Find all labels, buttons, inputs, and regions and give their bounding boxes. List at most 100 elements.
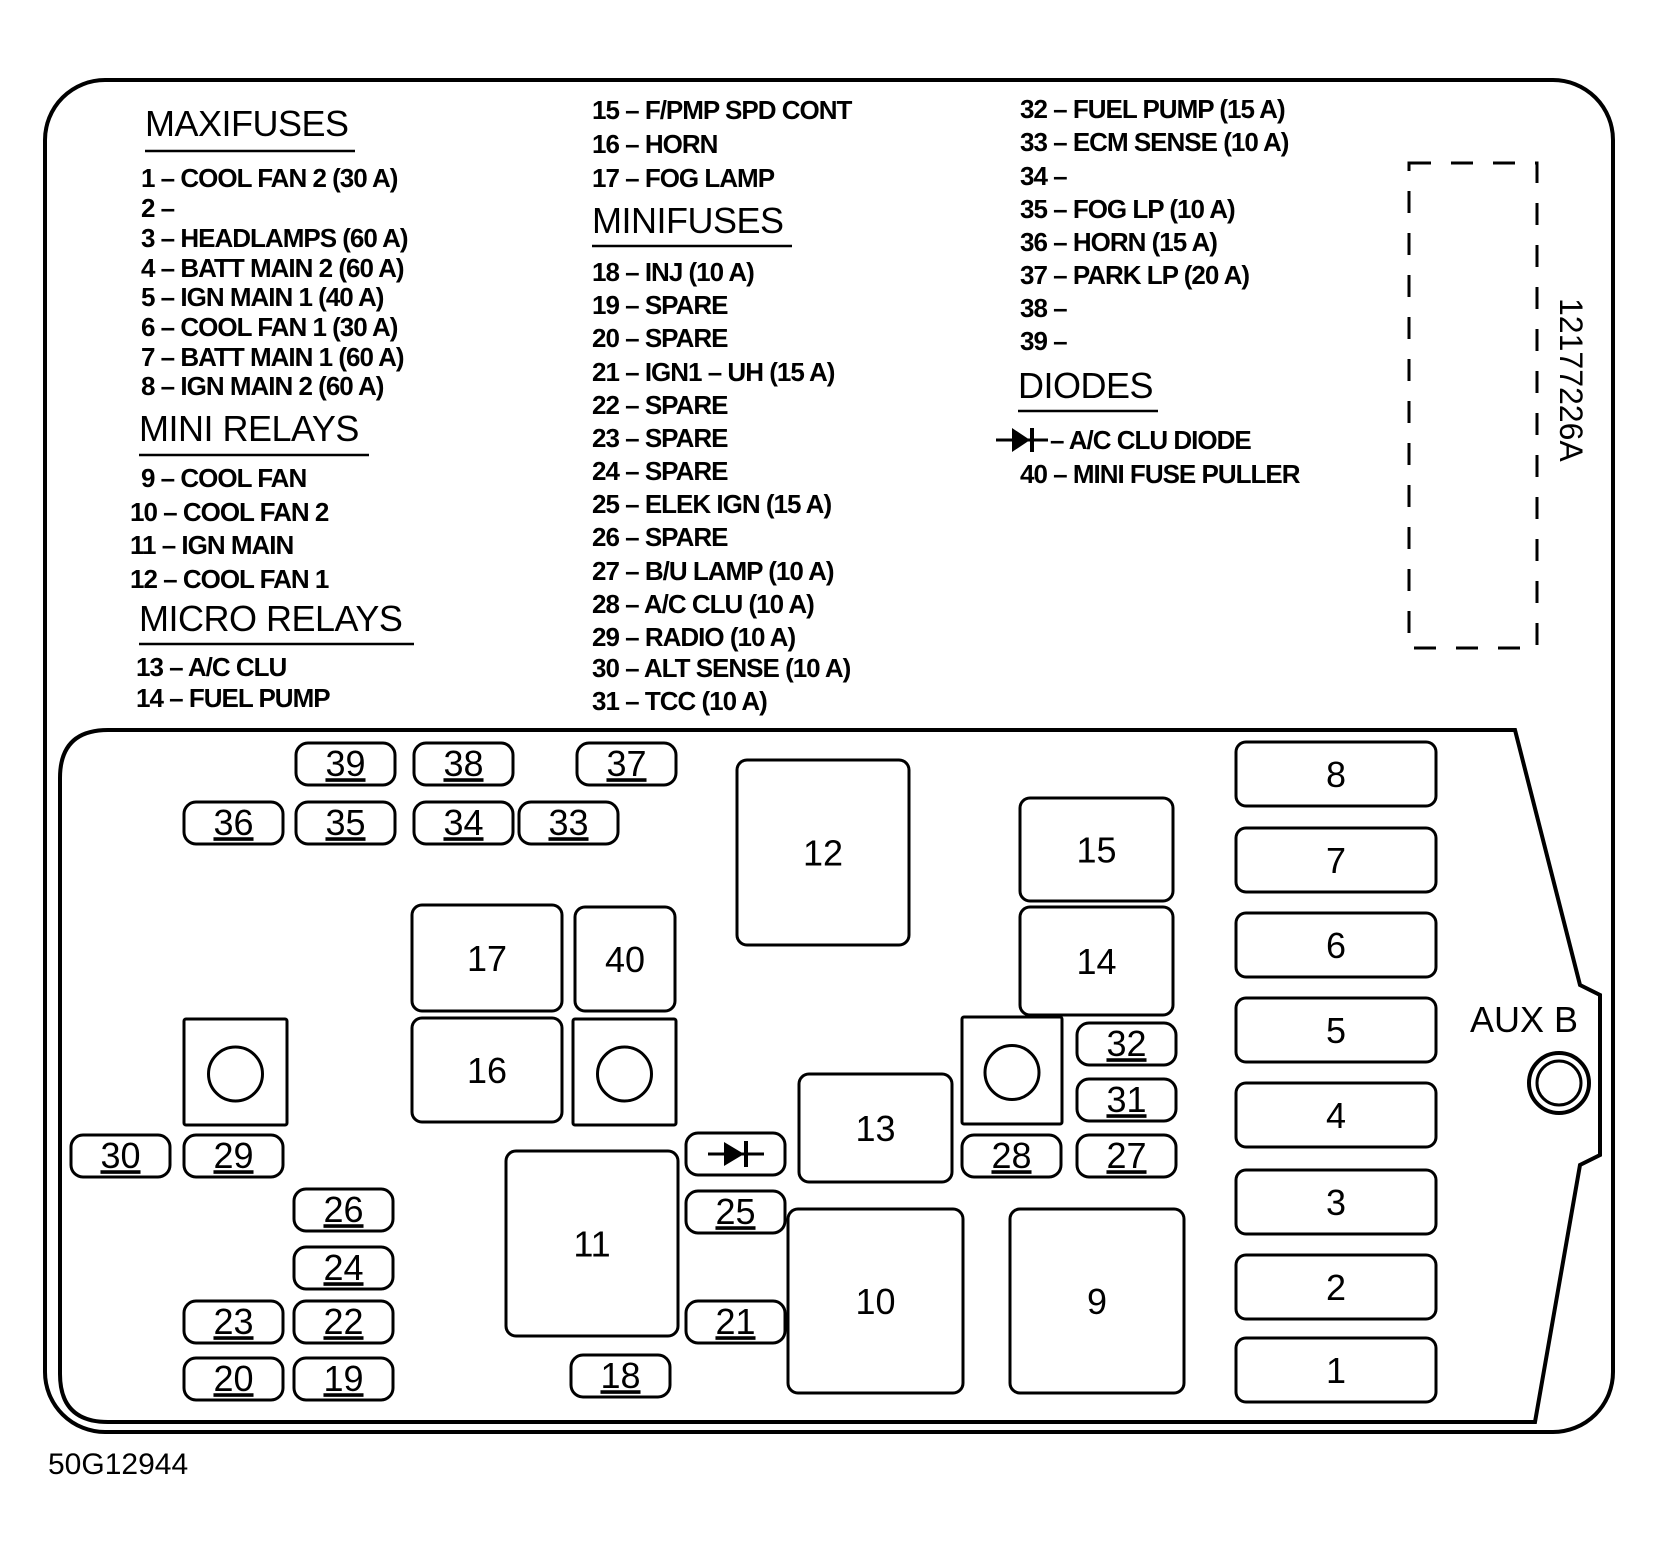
mini-fuse-slot-label: 18: [600, 1355, 640, 1396]
maxi-fuse-slot-label: 7: [1326, 840, 1346, 881]
mini-fuse-slot-label: 38: [443, 743, 483, 784]
legend-column-2: 15 – F/PMP SPD CONT 16 – HORN 17 – FOG L…: [592, 95, 853, 716]
relay-slot-9: 9: [1008, 1207, 1186, 1395]
mini-fuse-slot-24: 24: [292, 1245, 395, 1291]
legend-column-1: MAXIFUSES 1 – COOL FAN 2 (30 A) 2 – 3 – …: [130, 103, 414, 713]
maxi-fuse-slot-label: 6: [1326, 925, 1346, 966]
maxifuses-heading: MAXIFUSES: [145, 103, 349, 144]
mini-fuse-slot-label: 27: [1106, 1135, 1146, 1176]
mini-fuse-slot-33: 33: [517, 800, 620, 846]
mini-fuse-slot-label: 39: [325, 743, 365, 784]
legend-item-32: 32 – FUEL PUMP (15 A): [1020, 94, 1285, 124]
legend-item-30: 30 – ALT SENSE (10 A): [592, 653, 851, 683]
relay-slot-11: 11: [504, 1149, 680, 1338]
maxi-fuse-slot-8: 8: [1234, 740, 1438, 808]
mini-fuse-slot-29: 29: [182, 1133, 285, 1179]
maxi-fuse-slot-3: 3: [1234, 1168, 1438, 1236]
legend-item-31: 31 – TCC (10 A): [592, 686, 767, 716]
minifuses-heading: MINIFUSES: [592, 200, 784, 241]
maxi-fuse-slot-label: 3: [1326, 1182, 1346, 1223]
legend-item-11: 11 – IGN MAIN: [130, 530, 293, 560]
legend-item-40: 40 – MINI FUSE PULLER: [1020, 459, 1301, 489]
mini-fuse-slot-label: 29: [213, 1135, 253, 1176]
mini-fuse-slot-19: 19: [292, 1356, 395, 1402]
maxi-fuse-slot-6: 6: [1234, 911, 1438, 979]
mini-fuse-slot-label: 35: [325, 802, 365, 843]
mini-fuse-slot-label: 30: [100, 1135, 140, 1176]
legend-item-20: 20 – SPARE: [592, 323, 728, 353]
legend-item-14: 14 – FUEL PUMP: [136, 683, 330, 713]
stud-circle-icon: [182, 1017, 289, 1127]
maxi-fuse-slot-label: 8: [1326, 754, 1346, 795]
legend-item-29: 29 – RADIO (10 A): [592, 622, 795, 652]
legend-item-13: 13 – A/C CLU: [136, 652, 287, 682]
micro-relays-heading: MICRO RELAYS: [139, 598, 402, 639]
mini-fuse-slot-label: 21: [715, 1301, 755, 1342]
mini-fuse-slot-label: 19: [323, 1358, 363, 1399]
mini-relays-heading: MINI RELAYS: [139, 408, 359, 449]
maxi-fuse-slot-label: 4: [1326, 1095, 1346, 1136]
maxi-fuse-slot-4: 4: [1234, 1081, 1438, 1149]
relay-slot-label: 9: [1087, 1281, 1107, 1322]
relay-slot-40: 40: [573, 905, 677, 1013]
relay-slot-15: 15: [1018, 796, 1175, 903]
mini-fuse-slot-label: 23: [213, 1301, 253, 1342]
mini-fuse-slot-20: 20: [182, 1356, 285, 1402]
legend-item-1: 1 – COOL FAN 2 (30 A): [141, 163, 398, 193]
mini-fuse-slot-27: 27: [1075, 1133, 1178, 1179]
relay-slot-label: 11: [573, 1223, 610, 1264]
relay-slot-13: 13: [797, 1072, 954, 1184]
relay-slot-label: 17: [467, 938, 507, 979]
mini-fuse-slot-37: 37: [575, 741, 678, 787]
maxi-fuse-slot-label: 2: [1326, 1267, 1346, 1308]
relay-slot-label: 12: [803, 832, 843, 873]
mini-fuse-slot-label: 33: [548, 802, 588, 843]
legend-item-23: 23 – SPARE: [592, 423, 728, 453]
mini-fuse-slot-39: 39: [294, 741, 397, 787]
mini-fuse-slot-label: 34: [443, 802, 483, 843]
relay-slot-label: 14: [1076, 941, 1116, 982]
legend-item-26: 26 – SPARE: [592, 522, 728, 552]
legend-item-36: 36 – HORN (15 A): [1020, 227, 1217, 257]
legend-item-19: 19 – SPARE: [592, 290, 728, 320]
mini-fuse-slot-34: 34: [412, 800, 515, 846]
legend-item-7: 7 – BATT MAIN 1 (60 A): [141, 342, 404, 372]
relay-slot-16: 16: [410, 1016, 564, 1124]
relay-slot-10: 10: [786, 1207, 965, 1395]
relay-slot-17: 17: [410, 903, 564, 1013]
mini-fuse-slot-label: 25: [715, 1191, 755, 1232]
diode-legend-icon: [996, 428, 1048, 452]
mini-fuse-slot-21: 21: [684, 1299, 787, 1345]
mini-fuse-slot-35: 35: [294, 800, 397, 846]
dashed-label-area: [1407, 161, 1539, 650]
mini-fuse-slot-32: 32: [1075, 1021, 1178, 1067]
relay-slot-label: 16: [467, 1050, 507, 1091]
relay-slot-label: 13: [855, 1108, 895, 1149]
legend-item-18: 18 – INJ (10 A): [592, 257, 754, 287]
mini-fuse-slot-23: 23: [182, 1299, 285, 1345]
legend-item-27: 27 – B/U LAMP (10 A): [592, 556, 834, 586]
legend-item-6: 6 – COOL FAN 1 (30 A): [141, 312, 398, 342]
legend-item-17: 17 – FOG LAMP: [592, 163, 775, 193]
stud-circle-icon: [571, 1017, 678, 1127]
part-number: 12177226A: [1553, 298, 1589, 462]
mini-fuse-slot-label: 37: [606, 743, 646, 784]
legend-item-diode: – A/C CLU DIODE: [1050, 425, 1251, 455]
mini-fuse-slot-label: 32: [1106, 1023, 1146, 1064]
maxi-fuse-slot-2: 2: [1234, 1253, 1438, 1321]
legend-item-5: 5 – IGN MAIN 1 (40 A): [141, 282, 384, 312]
legend-item-9: 9 – COOL FAN: [141, 463, 306, 493]
diode-icon: [684, 1131, 787, 1177]
mini-fuse-slot-label: 28: [991, 1135, 1031, 1176]
mini-fuse-slot-label: 36: [213, 802, 253, 843]
maxi-fuse-slot-1: 1: [1234, 1336, 1438, 1404]
stud-circle-icon: [960, 1015, 1064, 1126]
maxi-fuse-slot-label: 5: [1326, 1010, 1346, 1051]
legend-item-37: 37 – PARK LP (20 A): [1020, 260, 1249, 290]
legend-item-12: 12 – COOL FAN 1: [130, 564, 329, 594]
legend-item-2: 2 –: [141, 193, 175, 223]
mini-fuse-slot-label: 31: [1106, 1079, 1146, 1120]
legend-item-8: 8 – IGN MAIN 2 (60 A): [141, 371, 384, 401]
maxi-fuse-slot-5: 5: [1234, 996, 1438, 1064]
